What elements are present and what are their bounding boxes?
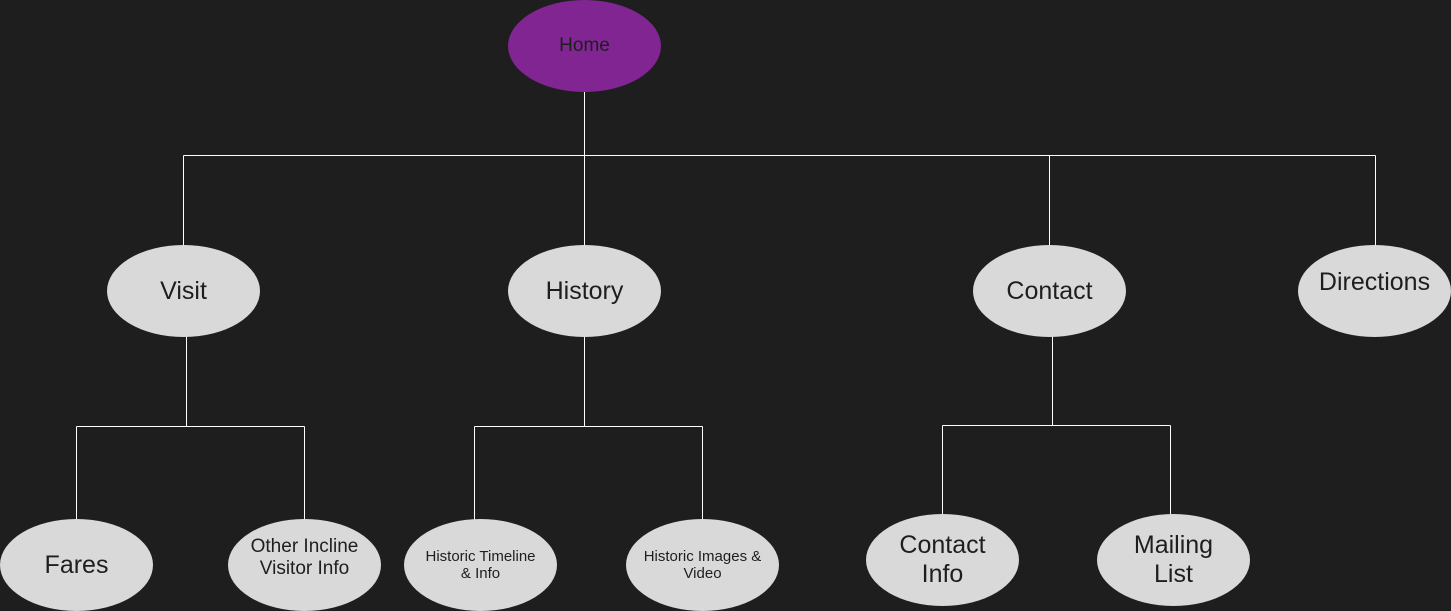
- node-historic-images-label: Historic Images & Video: [643, 547, 762, 582]
- node-home-label: Home: [559, 35, 610, 57]
- node-directions: Directions: [1298, 245, 1451, 337]
- node-directions-label: Directions: [1318, 267, 1431, 296]
- node-historic-timeline-label: Historic Timeline & Info: [425, 547, 536, 582]
- node-contact-label: Contact: [1006, 276, 1093, 305]
- node-history: History: [508, 245, 661, 337]
- node-visit-label: Visit: [160, 276, 207, 305]
- node-mailing-list-label: Mailing List: [1133, 531, 1214, 588]
- node-mailing-list: Mailing List: [1097, 514, 1250, 606]
- node-other-visitor-info-label: Other Incline Visitor Info: [250, 536, 359, 579]
- node-contact-info: Contact Info: [866, 514, 1019, 606]
- node-other-visitor-info: Other Incline Visitor Info: [228, 519, 381, 611]
- node-contact-info-label: Contact Info: [899, 531, 986, 588]
- node-visit: Visit: [107, 245, 260, 337]
- node-historic-images: Historic Images & Video: [626, 519, 779, 611]
- node-home: Home: [508, 0, 661, 92]
- node-contact: Contact: [973, 245, 1126, 337]
- node-historic-timeline: Historic Timeline & Info: [404, 519, 557, 611]
- node-fares: Fares: [0, 519, 153, 611]
- node-fares-label: Fares: [44, 550, 109, 579]
- node-history-label: History: [545, 276, 624, 305]
